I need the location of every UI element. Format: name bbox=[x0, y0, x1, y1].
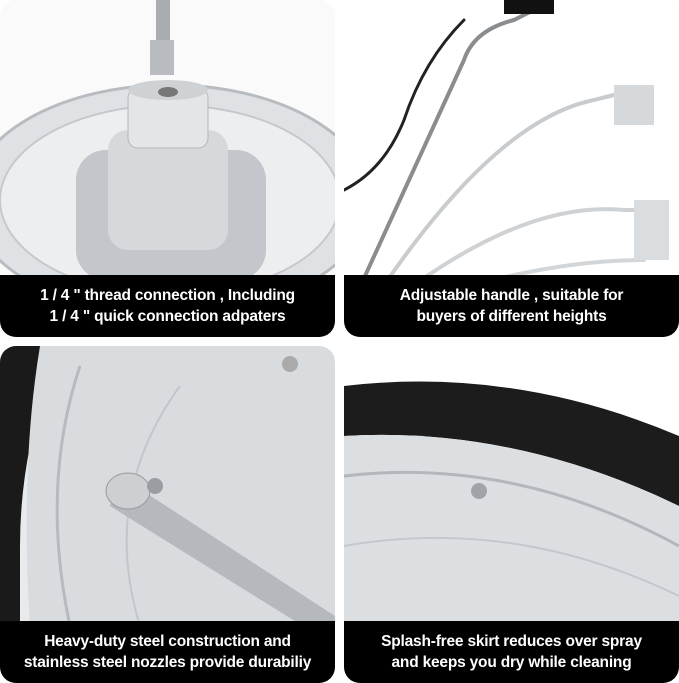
caption-bar: 1 / 4 " thread connection , Including 1 … bbox=[0, 275, 335, 337]
caption-bar: Adjustable handle , suitable for buyers … bbox=[344, 275, 679, 337]
caption-bar: Heavy-duty steel construction and stainl… bbox=[0, 621, 335, 683]
caption-bar: Splash-free skirt reduces over spray and… bbox=[344, 621, 679, 683]
caption-line: Splash-free skirt reduces over spray bbox=[381, 633, 642, 650]
panel-steel-construction: Heavy-duty steel construction and stainl… bbox=[0, 346, 335, 683]
caption-line: Heavy-duty steel construction and bbox=[44, 633, 291, 650]
caption-line: 1 / 4 " thread connection , Including bbox=[40, 287, 295, 304]
caption-line: and keeps you dry while cleaning bbox=[391, 654, 632, 671]
caption-line: 1 / 4 " quick connection adpaters bbox=[49, 308, 286, 325]
caption-line: Adjustable handle , suitable for bbox=[399, 287, 624, 304]
caption-line: stainless steel nozzles provide durabili… bbox=[23, 654, 312, 671]
panel-splash-free-skirt: Splash-free skirt reduces over spray and… bbox=[344, 346, 679, 683]
caption-line: buyers of different heights bbox=[416, 308, 607, 325]
panel-thread-connection: 1 / 4 " thread connection , Including 1 … bbox=[0, 0, 335, 337]
panel-adjustable-handle: Adjustable handle , suitable for buyers … bbox=[344, 0, 679, 337]
